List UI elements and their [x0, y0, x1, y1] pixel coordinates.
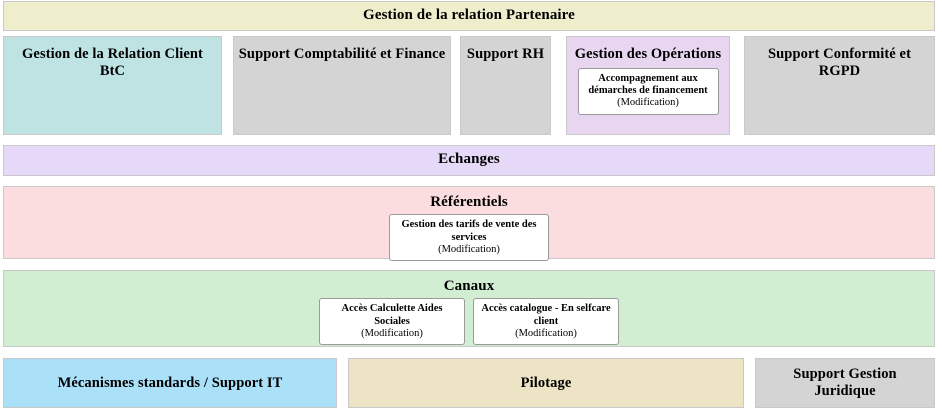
footer-label: Mécanismes standards / Support IT [57, 374, 283, 391]
modification-card-row: Accompagnement aux démarches de financem… [567, 67, 729, 115]
capability-box-support-comptabilite-finance[interactable]: Support Comptabilité et Finance [233, 36, 451, 135]
capability-label: Support Comptabilité et Finance [238, 46, 446, 62]
capability-box-gestion-relation-client-btc[interactable]: Gestion de la Relation Client BtC [3, 36, 222, 135]
footer-box-pilotage[interactable]: Pilotage [348, 358, 744, 408]
footer-label: Pilotage [520, 374, 572, 391]
modification-state: (Modification) [515, 328, 577, 339]
modification-card[interactable]: Accès Calculette Aides Sociales (Modific… [319, 298, 465, 346]
modification-name: Gestion des tarifs de vente des services [401, 219, 537, 243]
modification-name: Accès catalogue - En selfcare client [481, 303, 611, 327]
layer-label: Echanges [438, 151, 500, 167]
modification-state: (Modification) [438, 244, 500, 255]
modification-card[interactable]: Accès catalogue - En selfcare client (Mo… [473, 298, 619, 346]
layer-echanges[interactable]: Echanges [3, 145, 935, 176]
capability-label: Support RH [466, 46, 545, 62]
layer-referentiels[interactable]: Référentiels Gestion des tarifs de vente… [3, 186, 935, 262]
footer-box-mecanismes-standards-support-it[interactable]: Mécanismes standards / Support IT [3, 358, 337, 408]
capability-box-support-conformite-rgpd[interactable]: Support Conformité et RGPD [744, 36, 935, 135]
modification-state: (Modification) [617, 97, 679, 109]
layer-label: Canaux [443, 278, 495, 294]
capability-label: Support Conformité et RGPD [767, 46, 912, 79]
layer-canaux[interactable]: Canaux Accès Calculette Aides Sociales (… [3, 270, 935, 347]
modification-name: Accompagnement aux démarches de financem… [588, 72, 708, 97]
capability-box-support-rh[interactable]: Support RH [460, 36, 551, 135]
modification-name: Accès Calculette Aides Sociales [341, 303, 443, 327]
capability-label: Gestion des Opérations [574, 46, 722, 62]
modification-state: (Modification) [361, 328, 423, 339]
footer-label: Support Gestion Juridique [793, 366, 897, 399]
capability-label: Gestion de la Relation Client BtC [22, 46, 203, 79]
header-band: Gestion de la relation Partenaire [3, 1, 935, 31]
footer-box-support-gestion-juridique[interactable]: Support Gestion Juridique [755, 358, 935, 408]
capability-box-gestion-operations[interactable]: Gestion des Opérations Accompagnement au… [566, 36, 730, 135]
modification-card-row: Gestion des tarifs de vente des services… [4, 214, 934, 262]
modification-card[interactable]: Gestion des tarifs de vente des services… [389, 214, 549, 262]
layer-label: Référentiels [430, 194, 508, 210]
modification-card[interactable]: Accompagnement aux démarches de financem… [577, 67, 719, 115]
modification-card-row: Accès Calculette Aides Sociales (Modific… [4, 298, 934, 346]
page-title: Gestion de la relation Partenaire [363, 7, 575, 24]
